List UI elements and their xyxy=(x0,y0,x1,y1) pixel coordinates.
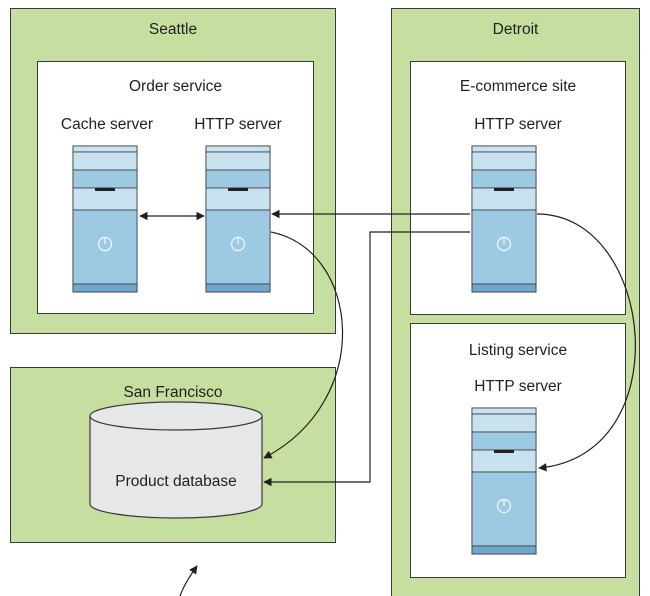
order-http-server-label: HTTP server xyxy=(194,116,282,133)
listing-http-server-label: HTTP server xyxy=(474,378,562,395)
order-http-server-icon xyxy=(205,145,271,293)
order-to-database-arrow xyxy=(263,231,344,459)
ecommerce-to-listing-arrow xyxy=(536,213,636,472)
database-icon xyxy=(89,401,263,519)
listing-http-server-icon xyxy=(471,407,537,555)
seattle-label: Seattle xyxy=(148,21,198,38)
san-francisco-label: San Francisco xyxy=(123,384,223,401)
ecommerce-http-server-icon xyxy=(471,145,537,293)
pointer-arrow xyxy=(179,565,198,596)
ecommerce-site-label: E-commerce site xyxy=(459,78,577,95)
ecommerce-http-server-label: HTTP server xyxy=(474,116,562,133)
order-service-label: Order service xyxy=(128,78,223,95)
listing-service-label: Listing service xyxy=(468,342,568,359)
ecommerce-to-database-arrow xyxy=(263,231,470,487)
cache-server-label: Cache server xyxy=(60,116,154,133)
database-label: Product database xyxy=(115,473,237,490)
cache-server-icon xyxy=(72,145,138,293)
detroit-label: Detroit xyxy=(492,21,539,38)
